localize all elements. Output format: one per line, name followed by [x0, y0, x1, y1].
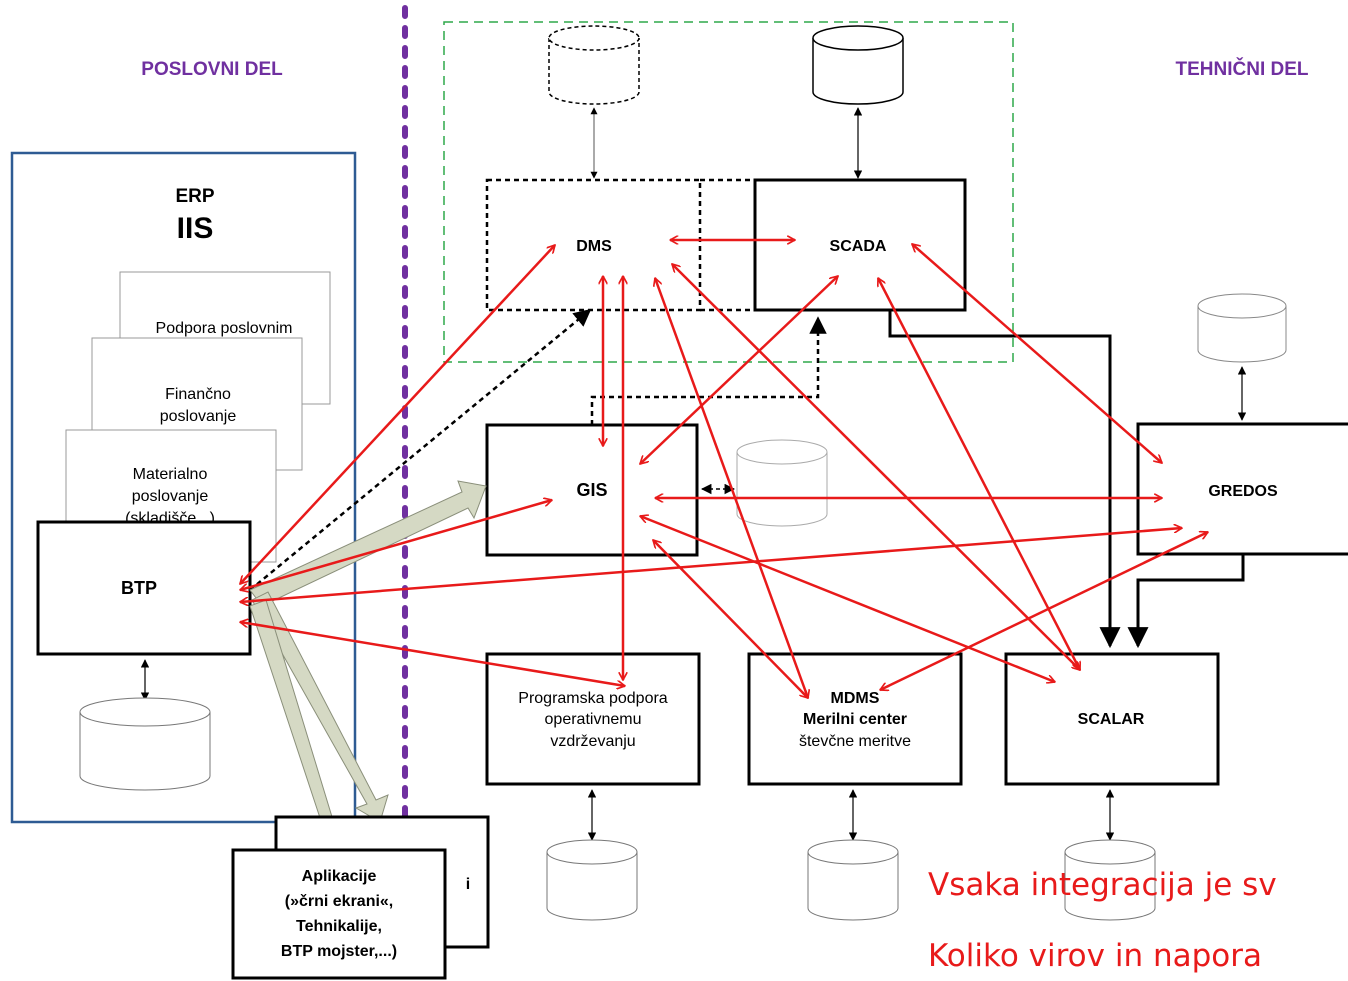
gredos-database-icon [1197, 293, 1287, 363]
btp-database-icon [79, 697, 211, 791]
business-section-title: POSLOVNI DEL [141, 59, 283, 80]
apps-line2: (»črni ekrani«, [285, 893, 394, 910]
maintenance-database-icon [546, 839, 638, 921]
scalar-database-icon [1064, 839, 1156, 921]
maintenance-line2: operativnemu [545, 711, 642, 728]
arrow-btp-maintenance [240, 622, 625, 686]
mdms-line2: Merilni center [803, 711, 907, 728]
iis-label: IIS [177, 212, 214, 245]
wide-arrow-btp-gis [249, 480, 487, 607]
gis-scada-dashed-link [590, 316, 827, 425]
maintenance-line1: Programska podpora [518, 690, 668, 707]
arrow-scada-gis [640, 276, 838, 464]
apps-box-front [231, 848, 447, 980]
apps-line3: Tehnikalije, [296, 918, 382, 935]
maintenance-line3: vzdrževanju [550, 733, 635, 750]
dms-database-icon [548, 25, 640, 105]
apps-line4: BTP mojster,...) [281, 943, 397, 960]
arrow-gredos-mdms [880, 532, 1208, 690]
overlay-text-line2: Koliko virov in napora [928, 938, 1262, 974]
erp-label: ERP [175, 186, 214, 207]
btp-box [36, 520, 252, 656]
scalar-label: SCALAR [1078, 711, 1145, 728]
gis-label: GIS [576, 480, 607, 500]
mdms-line1: MDMS [831, 690, 880, 707]
arrow-scada-gredos [912, 244, 1162, 463]
doc-card-materials-line1: Materialno [133, 466, 208, 483]
btp-label: BTP [121, 578, 157, 598]
doc-card-finance-line2: poslovanje [160, 408, 237, 425]
gredos-scalar-link [1127, 554, 1245, 649]
apps-box-back-label: i [466, 876, 470, 893]
overlay-text-line1: Vsaka integracija je sv [928, 867, 1277, 903]
gis-database-icon [736, 439, 828, 527]
doc-card-materials-line2: poslovanje [132, 488, 209, 505]
scada-database-icon [812, 25, 904, 105]
doc-card-finance-line1: Finančno [165, 386, 231, 403]
mdms-database-icon [807, 839, 899, 921]
scada-label: SCADA [830, 238, 887, 255]
technical-section-title: TEHNIČNI DEL [1176, 58, 1309, 80]
doc-card-business-support-label: Podpora poslovnim [156, 320, 293, 337]
dms-label: DMS [576, 238, 612, 255]
integration-arrows [240, 240, 1208, 698]
mdms-line3: števčne meritve [799, 733, 911, 750]
apps-line1: Aplikacije [302, 868, 377, 885]
gredos-label: GREDOS [1208, 483, 1278, 500]
